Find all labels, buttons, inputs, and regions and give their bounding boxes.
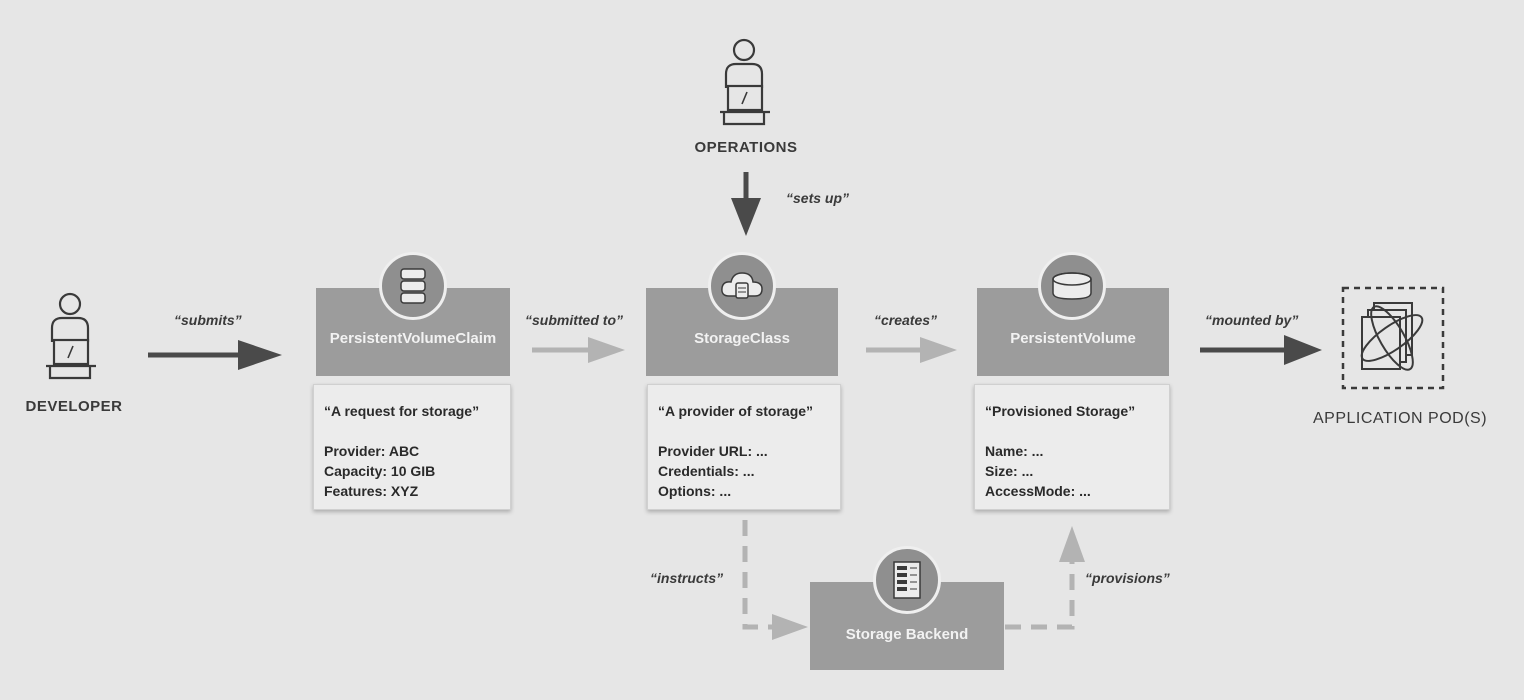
pvc-title: PersistentVolumeClaim [329, 330, 497, 347]
app-pod-frame [1341, 286, 1445, 390]
arrow-provisions [1005, 526, 1085, 630]
pvc-capacity: Capacity: 10 GIB [324, 463, 436, 479]
edge-label-submits: “submits” [174, 312, 242, 328]
disk-icon [1038, 252, 1106, 320]
edge-label-creates: “creates” [874, 312, 938, 328]
pvc-provider: Provider: ABC [324, 443, 420, 459]
storage-backend-title: Storage Backend [845, 626, 969, 643]
server-rack-icon [873, 546, 941, 614]
edge-label-submitted-to: “submitted to” [525, 312, 623, 328]
pv-size: Size: ... [985, 463, 1034, 479]
arrow-sets-up [731, 172, 761, 236]
operations-label: OPERATIONS [694, 139, 798, 156]
arrow-submitted-to [532, 337, 625, 363]
developer-label: DEVELOPER [25, 398, 123, 415]
pvc-desc-title: “A request for storage” [324, 403, 480, 419]
pv-name: Name: ... [985, 443, 1044, 459]
developer-icon [46, 292, 96, 380]
cloud-storage-icon [708, 252, 776, 320]
storageclass-title: StorageClass [694, 330, 790, 347]
edge-label-mounted-by: “mounted by” [1205, 312, 1299, 328]
database-icon [379, 252, 447, 320]
arrow-instructs [742, 520, 808, 640]
edge-label-sets-up: “sets up” [786, 190, 850, 206]
pv-access-mode: AccessMode: ... [985, 483, 1091, 499]
storageclass-credentials: Credentials: ... [658, 463, 755, 479]
edge-label-instructs: “instructs” [650, 570, 724, 586]
storageclass-provider-url: Provider URL: ... [658, 443, 768, 459]
pvc-features: Features: XYZ [324, 483, 419, 499]
storageclass-options: Options: ... [658, 483, 732, 499]
arrow-submits [148, 340, 282, 370]
pv-desc-title: “Provisioned Storage” [985, 403, 1136, 419]
operations-icon [720, 38, 770, 126]
pvc-description: “A request for storage” Provider: ABC Ca… [313, 384, 511, 510]
arrow-mounted-by [1200, 335, 1322, 365]
storageclass-desc-title: “A provider of storage” [658, 403, 814, 419]
application-pods-label: APPLICATION POD(S) [1312, 410, 1488, 427]
app-pods-icon [1360, 302, 1424, 371]
pv-description: “Provisioned Storage” Name: ... Size: ..… [974, 384, 1170, 510]
edge-label-provisions: “provisions” [1085, 570, 1170, 586]
storageclass-description: “A provider of storage” Provider URL: ..… [647, 384, 841, 510]
pv-title: PersistentVolume [1010, 330, 1136, 347]
arrow-creates [866, 337, 957, 363]
